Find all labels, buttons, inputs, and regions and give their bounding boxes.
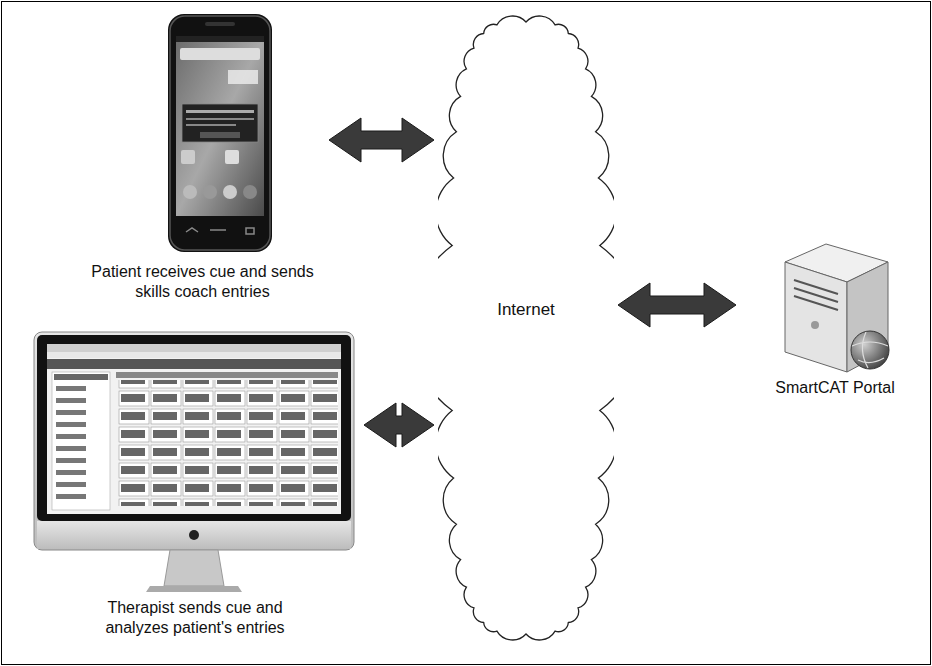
device-node: SmartCAT Portal [740,245,930,398]
cloud-label: Internet [438,300,614,320]
double-arrow [329,118,434,162]
device-node: Patient receives cue and sends skills co… [80,12,325,302]
double-arrow [618,283,736,327]
phone-illustration [168,14,272,252]
device-caption: Patient receives cue and sends skills co… [90,262,315,302]
device-node: Therapist sends cue and analyzes patient… [30,330,360,638]
server-illustration [785,244,889,372]
monitor-illustration [34,332,354,592]
device-caption: Therapist sends cue and analyzes patient… [80,598,310,638]
device-caption: SmartCAT Portal [745,378,925,398]
double-arrow [364,403,434,447]
cloud-shape [438,16,614,640]
cloud-node: Internet [438,8,614,648]
cloud-outline [438,8,614,648]
